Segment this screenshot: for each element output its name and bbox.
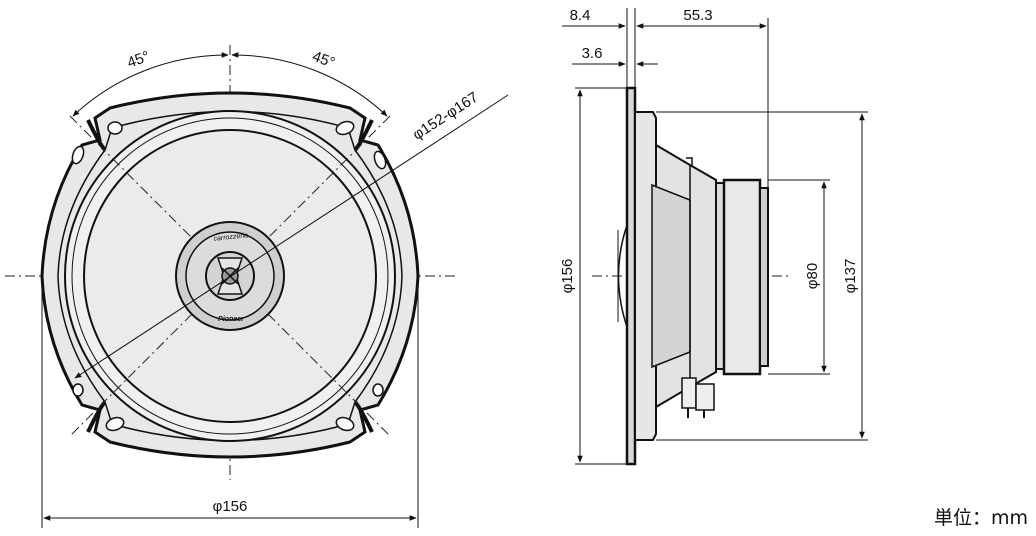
brand-logo-bottom: Pioneer [218, 316, 245, 323]
side-view: 55.3 8.4 3.6 φ156 φ80 φ137 [559, 7, 868, 466]
angle-left-label: 45° [125, 48, 152, 72]
mounting-tabs [71, 119, 387, 433]
flange-thickness-label: 3.6 [582, 45, 603, 62]
front-width-label: φ156 [213, 498, 248, 515]
magnet-diameter-label: φ80 [804, 263, 821, 289]
basket-diameter-label: φ137 [842, 259, 859, 294]
flange [625, 86, 637, 466]
terminals [681, 377, 715, 418]
depth-total-label: 55.3 [683, 7, 712, 24]
unit-label: 単位：mm [933, 507, 1028, 529]
angle-right-label: 45° [310, 48, 337, 72]
side-height-label: φ156 [559, 259, 576, 294]
tweeter-assembly [175, 221, 285, 331]
brand-logo-top: carrozzeria [213, 232, 248, 243]
flange-offset-label: 8.4 [570, 7, 591, 24]
front-view: carrozzeria Pioneer 45° 45° φ152-φ167 φ1… [5, 45, 509, 528]
